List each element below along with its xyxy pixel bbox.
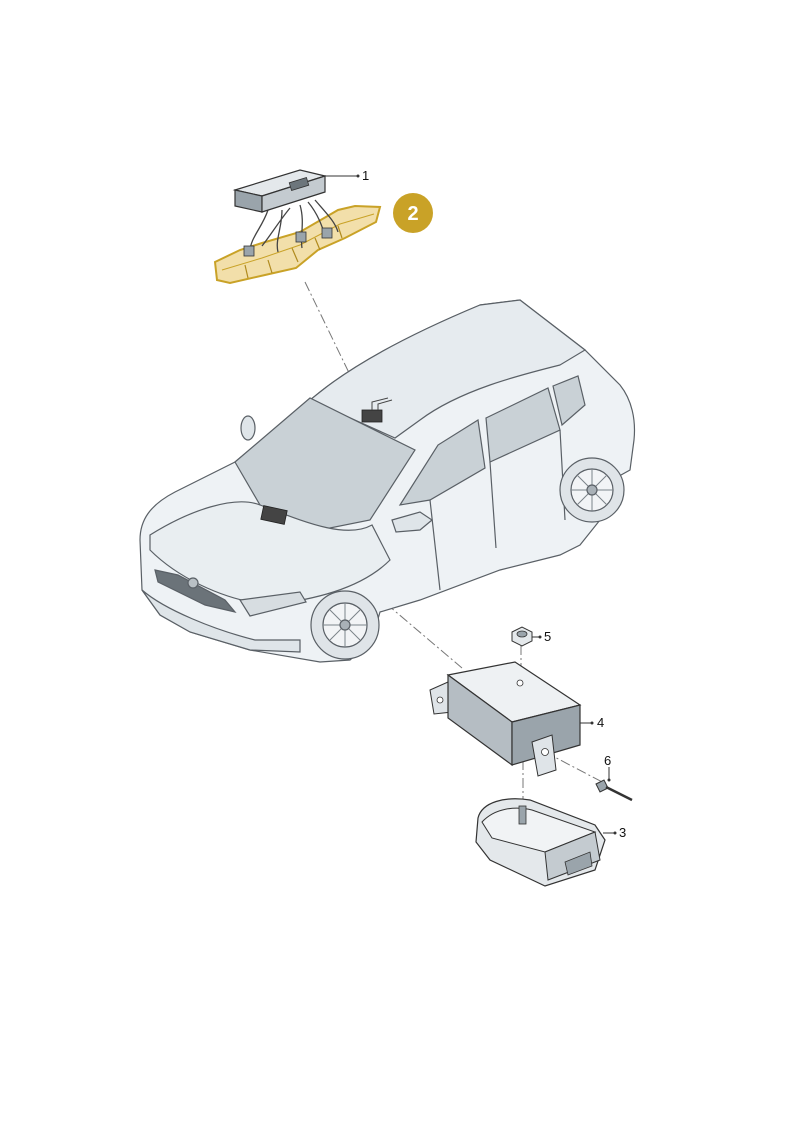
- callout-badge-label-2: 2: [407, 203, 418, 225]
- car-logo: [187, 577, 199, 589]
- car-rear-wheel: [559, 457, 625, 523]
- module-connector: [288, 177, 310, 191]
- car-front-wheel: [310, 590, 380, 660]
- car-grille: [154, 569, 237, 613]
- callout-label-3: 3: [619, 825, 626, 840]
- sensor-stud: [518, 805, 527, 825]
- car-front-window: [398, 419, 486, 506]
- car-headlight: [238, 591, 307, 617]
- sensor-front: [544, 831, 601, 881]
- car-hood: [149, 501, 391, 606]
- leader-line-bolt: [544, 751, 607, 785]
- callout-label-1: 1: [362, 168, 369, 183]
- module-cables: [249, 199, 339, 253]
- location-markers: [260, 397, 393, 525]
- car-left-mirror: [240, 415, 256, 441]
- bracket-shape: [213, 204, 382, 285]
- clip-right: [321, 227, 333, 239]
- marker-roof: [361, 409, 383, 423]
- car-side-mirror: [391, 511, 434, 533]
- car-illustration: [139, 299, 636, 663]
- callout-label-4: 4: [597, 715, 604, 730]
- unit-side: [511, 704, 581, 766]
- car-quarter-window: [552, 375, 586, 427]
- bracket-inner-edge: [221, 213, 375, 271]
- marker-hood: [260, 505, 288, 525]
- bracket-ribs: [244, 225, 343, 279]
- clip-left: [243, 245, 255, 257]
- callout-label-5: 5: [544, 629, 551, 644]
- part-1-module[interactable]: [232, 169, 339, 257]
- part-3-sensor-unit[interactable]: [475, 798, 606, 887]
- clip-center: [295, 231, 307, 243]
- part-6-bolt[interactable]: [595, 779, 633, 802]
- sensor-connector: [564, 851, 593, 876]
- part-2-bracket[interactable]: [213, 204, 382, 285]
- leader-line-top: [304, 281, 369, 413]
- part-5-nut[interactable]: [511, 626, 533, 647]
- part-4-control-unit[interactable]: [429, 661, 582, 777]
- callout-badge-2[interactable]: 2: [393, 193, 433, 233]
- callout-label-6: 6: [604, 753, 611, 768]
- callouts: 1 5 4 6 3: [325, 168, 626, 840]
- car-bumper: [141, 589, 301, 653]
